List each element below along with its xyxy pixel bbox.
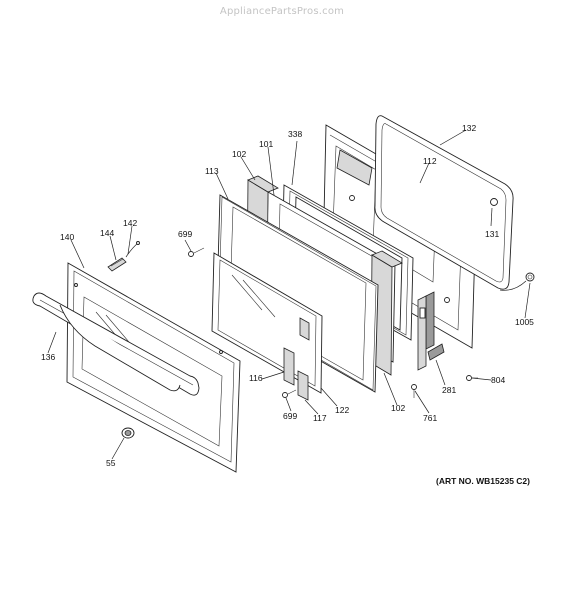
leader-lines	[47, 129, 531, 460]
watermark: AppliancePartsPros.com	[219, 6, 345, 17]
badge-55	[121, 427, 135, 439]
callout-102-top: 102	[232, 149, 246, 159]
pin-142	[125, 241, 140, 258]
vent-144	[107, 257, 127, 272]
callout-699-top: 699	[178, 229, 192, 239]
screw-761	[411, 384, 417, 398]
screw-699-top	[188, 247, 205, 257]
callout-101: 101	[259, 139, 273, 149]
door-handle-136	[32, 292, 200, 396]
callout-55: 55	[106, 458, 116, 468]
hinge-281	[417, 291, 445, 371]
callout-699-bottom: 699	[283, 411, 297, 421]
art-number: (ART NO. WB15235 C2)	[436, 476, 530, 486]
inner-glass-122	[211, 252, 323, 394]
callout-102-bottom: 102	[391, 403, 405, 413]
callout-1005: 1005	[515, 317, 534, 327]
callout-117: 117	[313, 413, 327, 423]
screw-699-bottom	[282, 389, 297, 398]
callout-132: 132	[462, 123, 476, 133]
callout-131: 131	[485, 229, 499, 239]
glass-clip-upper	[299, 317, 310, 341]
callout-142: 142	[123, 218, 137, 228]
glass-clip-117	[297, 370, 309, 401]
callout-112: 112	[423, 156, 437, 166]
callout-804: 804	[491, 375, 505, 385]
hinge-bolt-1005	[499, 272, 535, 291]
callout-338: 338	[288, 129, 302, 139]
glass-clip-116	[283, 347, 295, 386]
callout-140: 140	[60, 232, 74, 242]
callout-144: 144	[100, 228, 114, 238]
callout-116: 116	[249, 373, 263, 383]
callout-labels: 338 132 101 102 112 113 131 142 144 140 …	[41, 123, 534, 468]
callout-281: 281	[442, 385, 456, 395]
callout-113: 113	[205, 166, 219, 176]
callout-761: 761	[423, 413, 437, 423]
door-gasket	[374, 115, 514, 290]
callout-136: 136	[41, 352, 55, 362]
callout-122: 122	[335, 405, 349, 415]
